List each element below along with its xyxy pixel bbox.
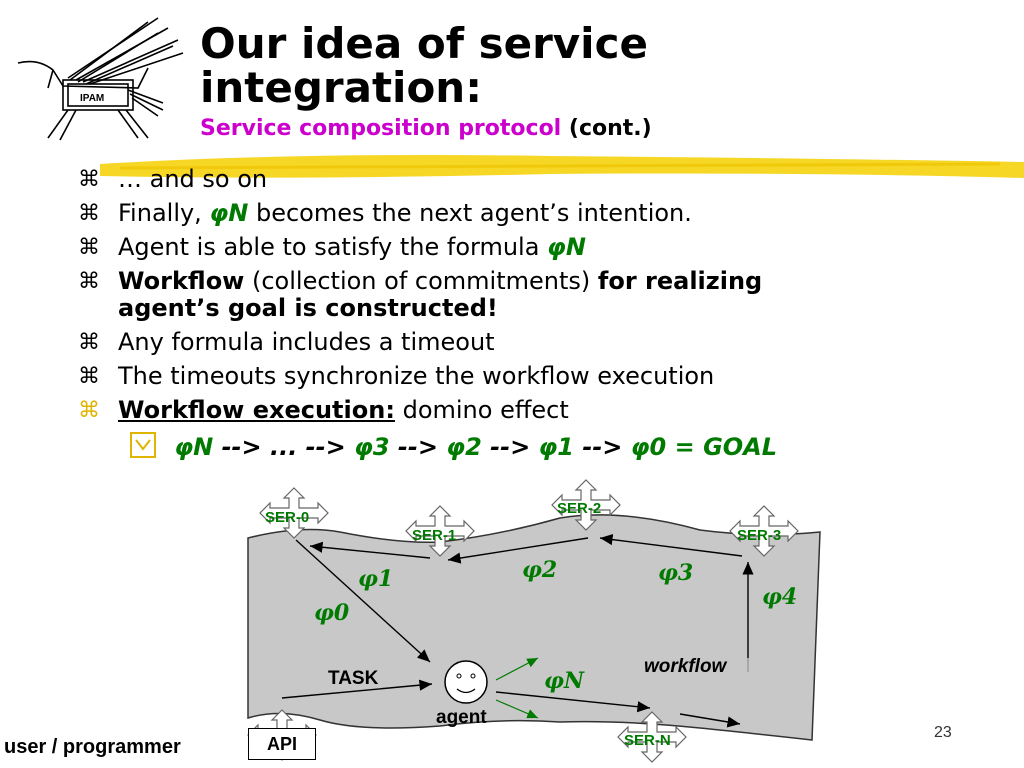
bullet-mark-icon: ⌘ <box>78 167 100 192</box>
bullet-text: becomes the next agent’s intention. <box>255 199 692 227</box>
ser-1-label: SER-1 <box>412 527 456 544</box>
phi4-label: φ4 <box>762 584 797 610</box>
yellow-highlight-stroke <box>100 155 1024 178</box>
subtitle-main: Service composition protocol <box>200 116 562 141</box>
phi0-label: φ0 <box>314 600 350 626</box>
ipam-logo: IPAM <box>17 17 184 141</box>
arrow-text: --> ... --> <box>221 433 346 461</box>
bullet-mark-icon: ⌘ <box>78 269 100 294</box>
bullet-text: (collection of commitments) <box>252 267 591 295</box>
title-line-2: integration: <box>200 63 483 112</box>
phi3-label: φ3 <box>658 560 693 586</box>
formula-phi0: φ0 <box>630 433 667 461</box>
agent-label: agent <box>436 707 487 728</box>
bullet-item: ⌘ Workflow (collection of commitments) f… <box>78 268 838 322</box>
bullet-bold-text: Workflow <box>118 267 245 295</box>
bullet-mark-icon: ⌘ <box>78 364 100 389</box>
bullet-bold-text: for realizing agent’s goal is constructe… <box>118 267 763 322</box>
bullet-item: ⌘ The timeouts synchronize the workflow … <box>78 363 838 390</box>
bullet-text: Any formula includes a timeout <box>118 328 495 356</box>
agent-face-icon <box>444 660 488 704</box>
sub-bullet-formula-chain: φN --> ... --> φ3 --> φ2 --> φ1 --> φ0 =… <box>130 432 777 461</box>
bullet-list: ⌘ … and so on ⌘ Finally, φN becomes the … <box>78 166 838 431</box>
bullet-item: ⌘ Workflow execution: domino effect <box>78 397 838 424</box>
arrow-text: --> <box>582 433 623 461</box>
workflow-diagram: SER-0 SER-1 SER-2 SER-3 SER-N φ0 φ1 φ2 φ… <box>247 479 821 763</box>
phi2-label: φ2 <box>522 557 557 583</box>
slide-title: Our idea of service integration: <box>200 22 648 110</box>
bullet-text: … and so on <box>118 165 268 193</box>
phi1-label: φ1 <box>358 566 393 592</box>
formula-phiN: φN <box>209 199 249 227</box>
workflow-label: workflow <box>644 656 728 677</box>
bullet-text: domino effect <box>402 396 569 424</box>
bullet-mark-icon: ⌘ <box>78 398 100 423</box>
api-box: API <box>248 728 316 760</box>
formula-phi3: φ3 <box>354 433 390 461</box>
bullet-text: Agent is able to satisfy the formula <box>118 233 540 261</box>
svg-text:IPAM: IPAM <box>80 93 104 104</box>
ser-2-label: SER-2 <box>557 500 601 517</box>
ser-3-label: SER-3 <box>737 527 781 544</box>
phiN-label: φN <box>544 668 585 694</box>
bullet-item: ⌘ Finally, φN becomes the next agent’s i… <box>78 200 838 227</box>
bullet-item: ⌘ Any formula includes a timeout <box>78 329 838 356</box>
formula-phiN: φN <box>547 233 586 261</box>
formula-phiN: φN <box>174 433 214 461</box>
bullet-mark-icon: ⌘ <box>78 235 100 260</box>
ser-n-label: SER-N <box>624 732 671 749</box>
task-label: TASK <box>328 668 379 689</box>
arrow-text: --> <box>397 433 438 461</box>
formula-phi1: φ1 <box>538 433 575 461</box>
bullet-mark-icon: ⌘ <box>78 330 100 355</box>
bullet-bold-text: Workflow execution: <box>118 396 395 424</box>
bullet-item: ⌘ Agent is able to satisfy the formula φ… <box>78 234 838 261</box>
user-programmer-label: user / programmer <box>4 736 181 758</box>
page-number: 23 <box>934 724 952 741</box>
workflow-band <box>247 514 821 741</box>
ser-0-label: SER-0 <box>265 509 309 526</box>
slide-subtitle: Service composition protocol (cont.) <box>200 116 652 141</box>
bullet-text: Finally, <box>118 199 202 227</box>
goal-text: = GOAL <box>674 433 778 461</box>
title-line-1: Our idea of service <box>200 19 648 68</box>
formula-phi2: φ2 <box>446 433 482 461</box>
bullet-mark-icon: ⌘ <box>78 201 100 226</box>
arrow-text: --> <box>490 433 531 461</box>
bullet-text: The timeouts synchronize the workflow ex… <box>118 362 715 390</box>
subtitle-cont: (cont.) <box>568 116 652 141</box>
checkbox-bullet-icon <box>130 432 156 458</box>
bullet-item: ⌘ … and so on <box>78 166 838 193</box>
